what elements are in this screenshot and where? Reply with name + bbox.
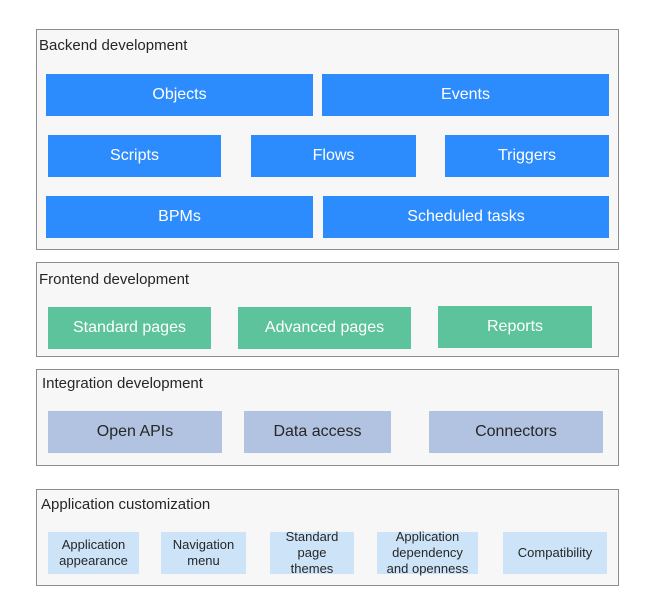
reports-box: Reports: [438, 306, 592, 348]
bpms-box: BPMs: [46, 196, 313, 238]
data-access-box: Data access: [244, 411, 391, 453]
scripts-box: Scripts: [48, 135, 221, 177]
objects-box: Objects: [46, 74, 313, 116]
application-dependency-box: Application dependency and openness: [377, 529, 478, 576]
integration-development-title: Integration development: [42, 375, 203, 392]
triggers-box: Triggers: [445, 135, 609, 177]
application-appearance-box: Application appearance: [48, 532, 139, 574]
compatibility-box: Compatibility: [503, 532, 607, 574]
advanced-pages-box: Advanced pages: [238, 307, 411, 349]
navigation-menu-box: Navigation menu: [161, 532, 246, 574]
application-customization-panel: Application customization Application ap…: [36, 489, 619, 586]
events-box: Events: [322, 74, 609, 116]
standard-pages-box: Standard pages: [48, 307, 211, 349]
application-customization-title: Application customization: [41, 496, 211, 513]
frontend-development-panel: Frontend development Standard pages Adva…: [36, 262, 619, 357]
integration-development-panel: Integration development Open APIs Data a…: [36, 369, 619, 466]
connectors-box: Connectors: [429, 411, 603, 453]
scheduled-tasks-box: Scheduled tasks: [323, 196, 609, 238]
flows-box: Flows: [251, 135, 416, 177]
open-apis-box: Open APIs: [48, 411, 222, 453]
standard-page-themes-box: Standard page themes: [270, 529, 354, 576]
frontend-development-title: Frontend development: [39, 271, 190, 288]
backend-development-panel: Backend development Objects Events Scrip…: [36, 29, 619, 250]
backend-development-title: Backend development: [39, 37, 188, 54]
